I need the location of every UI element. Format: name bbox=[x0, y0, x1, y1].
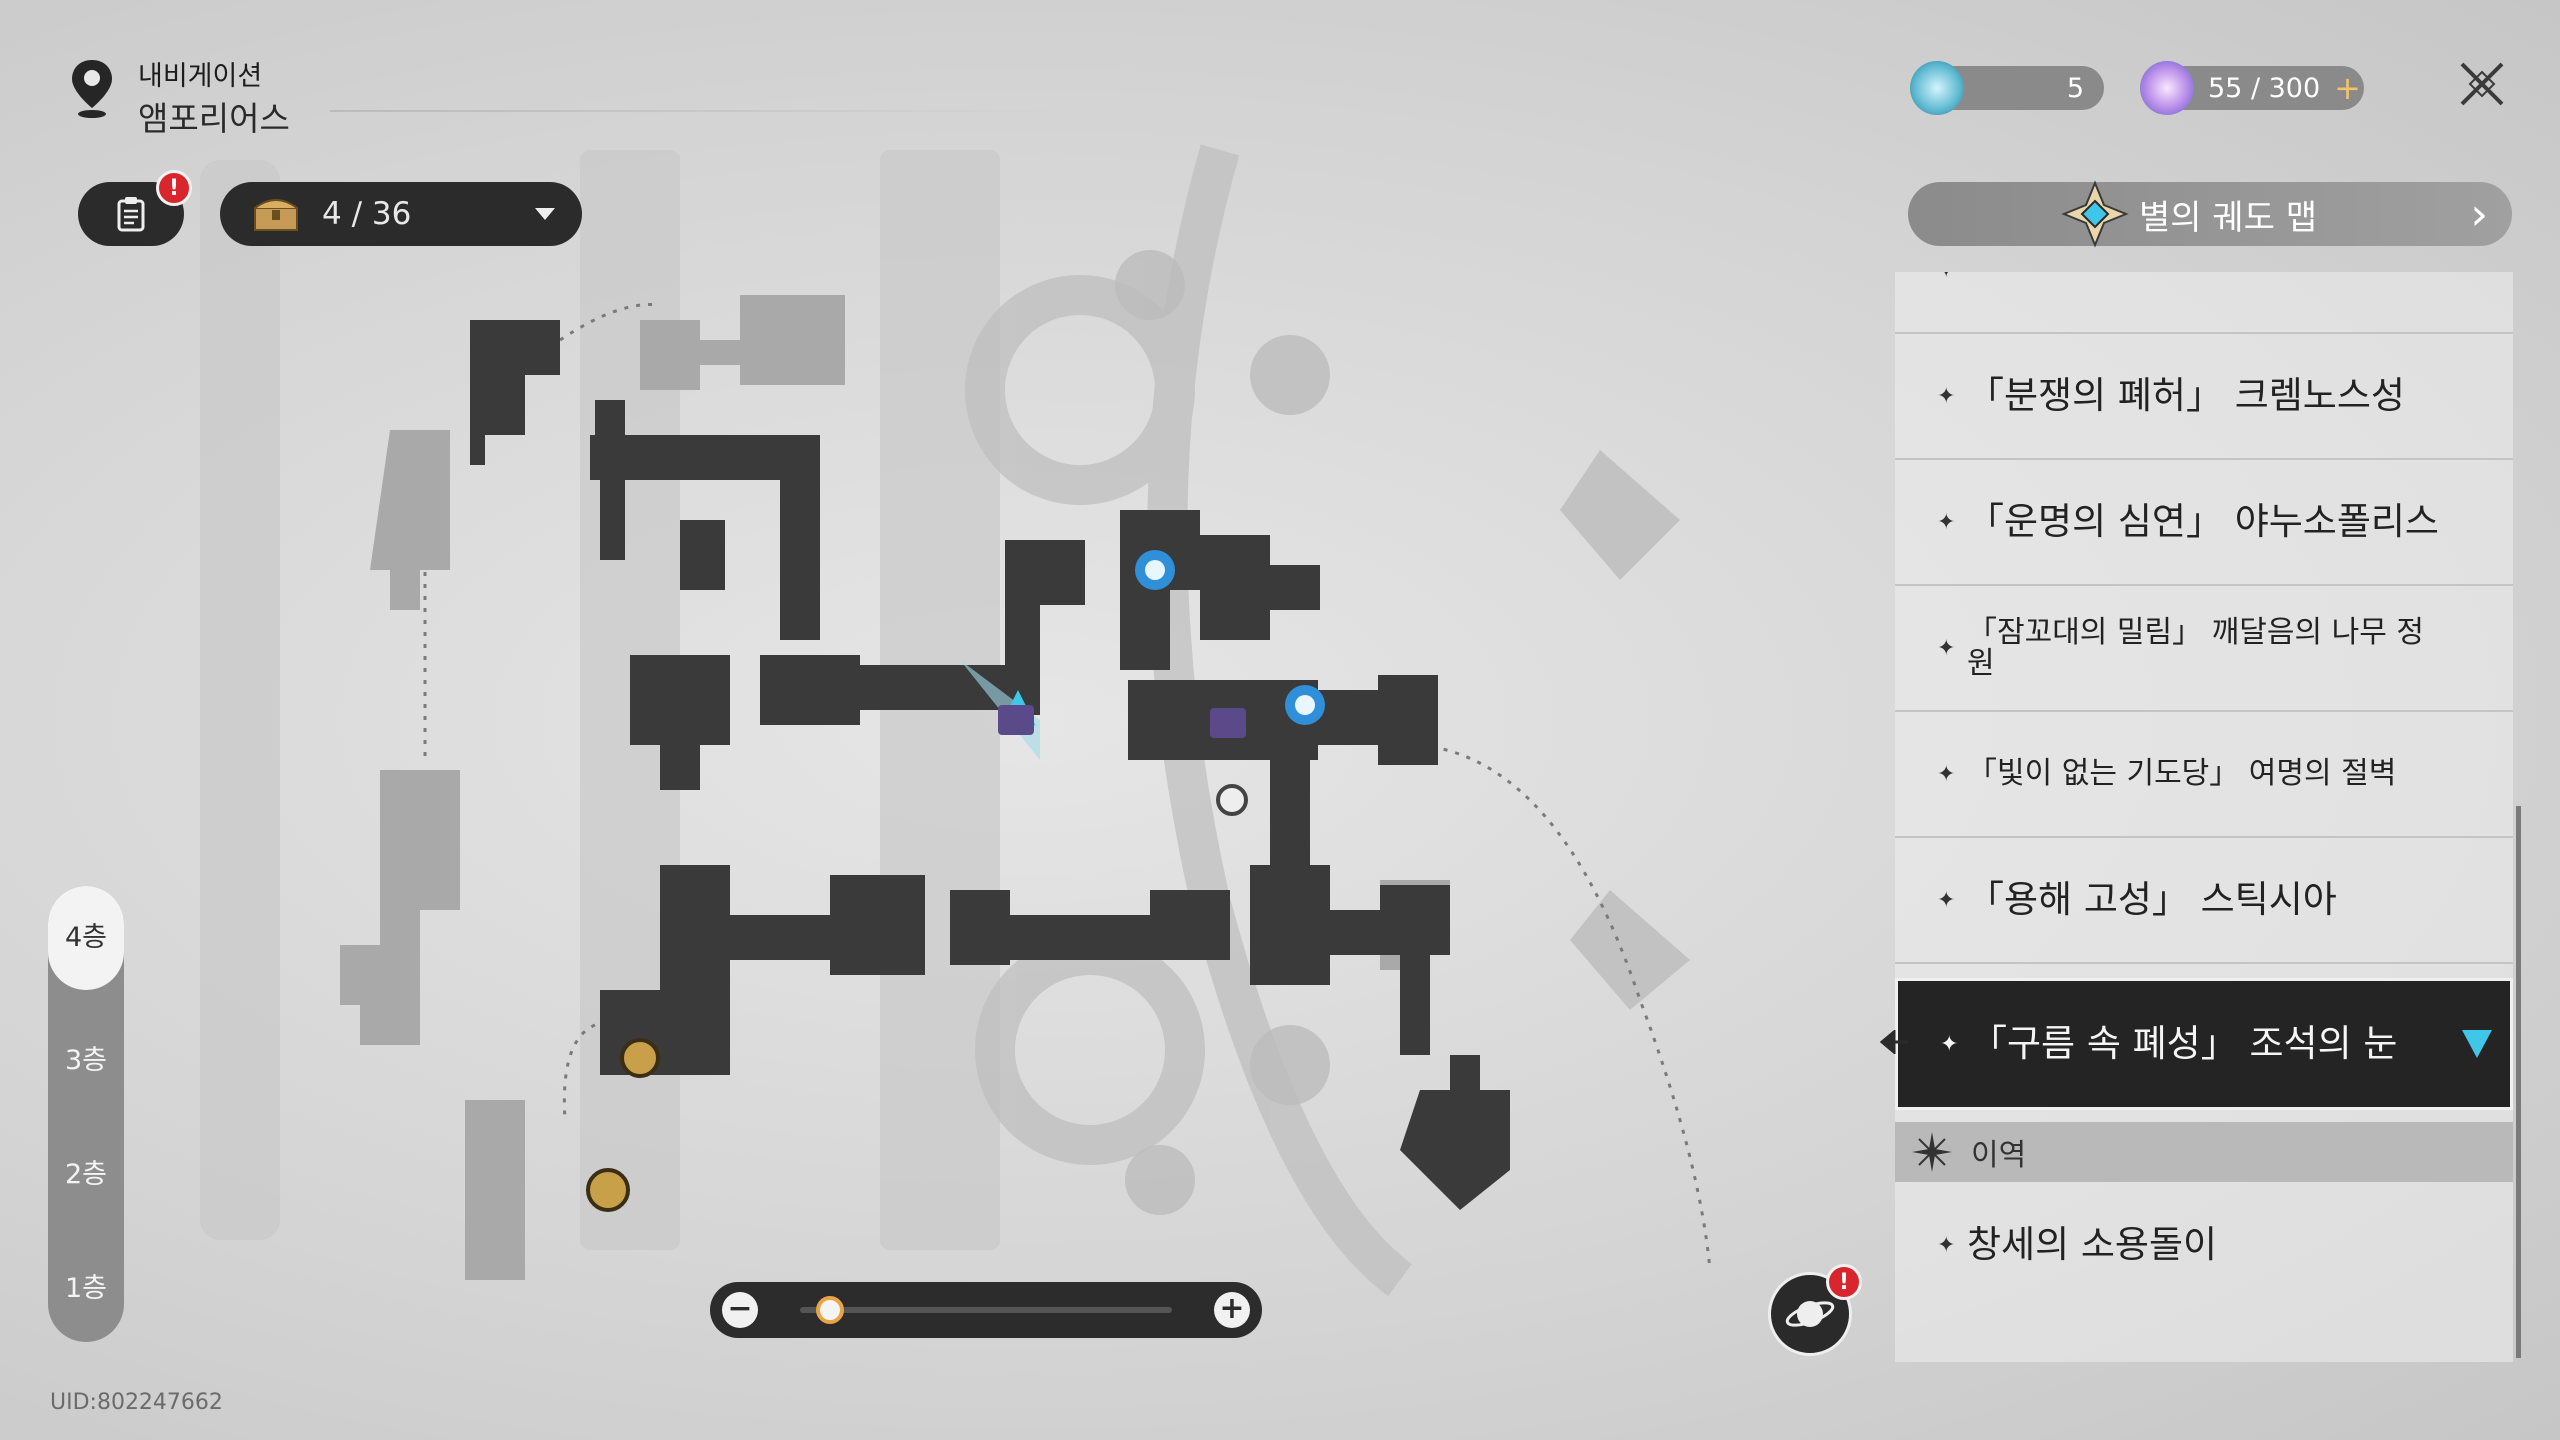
space-anchor-icon[interactable] bbox=[1285, 685, 1325, 725]
section-header-other-realms: 이역 bbox=[1895, 1122, 2513, 1182]
world-name: 「빛이 없는 기도당」 여명의 절벽 bbox=[1967, 756, 2397, 792]
golden-puzzle-icon[interactable] bbox=[586, 1168, 630, 1212]
fuel-orb-icon bbox=[1910, 61, 1964, 115]
star-bullet-icon: ✦ bbox=[1937, 635, 1956, 661]
treasure-chest-filter[interactable]: 4 / 36 bbox=[220, 182, 582, 246]
world-name: 「잠꼬대의 밀림」 깨달음의 나무 정원 bbox=[1967, 614, 2424, 681]
golden-puzzle-icon[interactable] bbox=[620, 1038, 660, 1078]
floor-button-4[interactable]: 4층 bbox=[48, 886, 124, 990]
world-list-item-partial[interactable]: ✦ bbox=[1895, 272, 2513, 334]
chevron-down-icon bbox=[535, 208, 555, 220]
star-bullet-icon: ✦ bbox=[1937, 761, 1956, 787]
zoom-out-button[interactable]: − bbox=[722, 1292, 758, 1328]
star-bullet-icon: ✦ bbox=[1937, 383, 1956, 409]
floor-selector: 4층 3층 2층 1층 bbox=[48, 886, 124, 1342]
close-icon[interactable] bbox=[2456, 58, 2508, 110]
world-switch-alert-badge: ! bbox=[1826, 1264, 1862, 1300]
fuel-counter[interactable]: 5 bbox=[1910, 61, 2104, 115]
panel-chevron-icon: › bbox=[2470, 188, 2488, 240]
zoom-slider-track[interactable] bbox=[800, 1307, 1172, 1313]
world-name: 「구름 속 폐성」 조석의 눈 bbox=[1970, 1021, 2398, 1065]
stamina-counter[interactable]: 55 / 300 + bbox=[2140, 61, 2364, 115]
fuel-value: 5 bbox=[2066, 72, 2084, 104]
list-scrollbar[interactable] bbox=[2516, 806, 2521, 1358]
world-list-item[interactable]: ✦ 「운명의 심연」 야누소폴리스 bbox=[1895, 460, 2513, 586]
world-name: 「용해 고성」 스틱시아 bbox=[1967, 877, 2337, 921]
player-uid: UID:802247662 bbox=[50, 1390, 223, 1415]
treasure-marker-icon[interactable] bbox=[1210, 708, 1246, 738]
zoom-in-button[interactable]: + bbox=[1214, 1292, 1250, 1328]
stamina-value: 55 / 300 bbox=[2208, 72, 2321, 104]
stamina-orb-icon bbox=[2140, 61, 2194, 115]
zoom-control: − + bbox=[710, 1282, 1262, 1338]
star-bullet-icon: ✦ bbox=[1937, 887, 1956, 913]
area-name: 앰포리어스 bbox=[138, 99, 290, 138]
header-divider bbox=[330, 110, 1070, 112]
treasure-marker-icon[interactable] bbox=[998, 705, 1034, 735]
floor-button-1[interactable]: 1층 bbox=[64, 1273, 108, 1304]
world-list-item-selected[interactable]: ✦ 「구름 속 폐성」 조석의 눈 bbox=[1895, 978, 2513, 1110]
world-name: 「운명의 심연」 야누소폴리스 bbox=[1967, 499, 2439, 543]
treasure-chest-icon bbox=[254, 199, 298, 231]
space-anchor-icon[interactable] bbox=[1135, 550, 1175, 590]
panel-title: 별의 궤도 맵 bbox=[2138, 197, 2317, 238]
world-list-item[interactable]: ✦ 「용해 고성」 스틱시아 bbox=[1895, 838, 2513, 964]
map-canvas[interactable] bbox=[0, 0, 1900, 1440]
zoom-slider-handle[interactable] bbox=[815, 1296, 844, 1324]
location-pin-icon bbox=[72, 60, 112, 118]
waypoint-icon[interactable] bbox=[1216, 784, 1248, 816]
floor-button-2[interactable]: 2층 bbox=[64, 1159, 108, 1190]
clipboard-icon bbox=[117, 197, 145, 232]
mission-alert-badge: ! bbox=[156, 170, 192, 206]
world-name: 「분쟁의 폐허」 크렘노스성 bbox=[1967, 373, 2405, 417]
star-bullet-icon: ✦ bbox=[1937, 1232, 1956, 1258]
section-label: 이역 bbox=[1971, 1138, 2027, 1173]
world-name: 창세의 소용돌이 bbox=[1967, 1222, 2218, 1266]
star-bullet-icon: ✦ bbox=[1937, 272, 1967, 283]
navigation-label: 내비게이션 bbox=[138, 61, 263, 92]
floor-button-3[interactable]: 3층 bbox=[64, 1045, 108, 1076]
stamina-add-button[interactable]: + bbox=[2334, 69, 2361, 107]
selected-location-marker-icon bbox=[2462, 1030, 2492, 1058]
star-rail-emblem-icon bbox=[2061, 180, 2129, 248]
map-markers bbox=[586, 550, 1325, 1212]
world-list-item[interactable]: ✦ 「잠꼬대의 밀림」 깨달음의 나무 정원 bbox=[1895, 586, 2513, 712]
planet-icon bbox=[1785, 1301, 1835, 1327]
chest-count: 4 / 36 bbox=[322, 196, 412, 232]
world-list-item[interactable]: ✦ 창세의 소용돌이 bbox=[1895, 1182, 2513, 1308]
star-bullet-icon: ✦ bbox=[1940, 1031, 1959, 1057]
selected-row-pointer-icon bbox=[1880, 1030, 1908, 1054]
compass-star-icon bbox=[1912, 1132, 1952, 1172]
world-list-item[interactable]: ✦ 「빛이 없는 기도당」 여명의 절벽 bbox=[1895, 712, 2513, 838]
star-bullet-icon: ✦ bbox=[1937, 509, 1956, 535]
star-rail-map-button[interactable]: 별의 궤도 맵 › bbox=[1908, 180, 2512, 248]
world-list-item[interactable]: ✦ 「분쟁의 폐허」 크렘노스성 bbox=[1895, 334, 2513, 460]
world-list: ✦ ✦ 「분쟁의 폐허」 크렘노스성 ✦ 「운명의 심연」 야누소폴리스 ✦ 「… bbox=[1895, 272, 2513, 1362]
